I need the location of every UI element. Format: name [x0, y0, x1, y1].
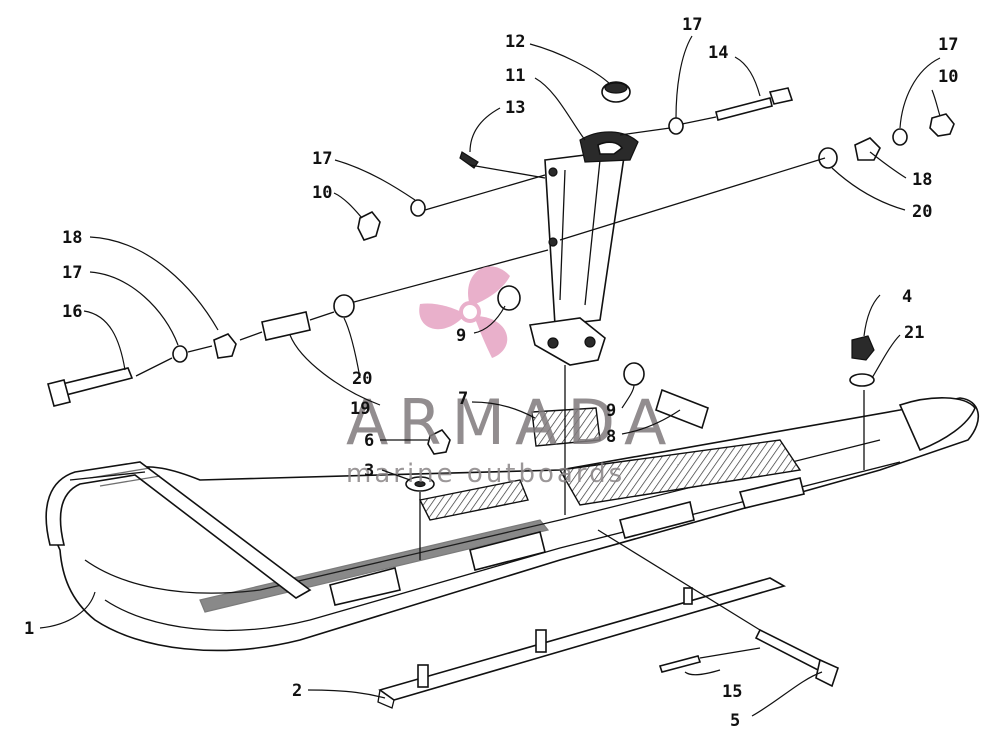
- callout-10-right: 10: [938, 67, 958, 87]
- callout-19: 19: [350, 399, 370, 419]
- callout-2: 2: [292, 681, 302, 701]
- callout-numbers: 1 2 3 4 5 6 7 8 9 9 10 10 11 12 13 14 15…: [24, 15, 958, 731]
- callout-6: 6: [364, 431, 374, 451]
- hardware: [47, 81, 955, 688]
- wear-bar: [377, 577, 787, 709]
- callout-20-right: 20: [912, 202, 932, 222]
- callout-15: 15: [722, 682, 742, 702]
- callout-17-right: 17: [938, 35, 958, 55]
- propeller-logo-icon: [419, 266, 510, 358]
- callout-21: 21: [904, 323, 924, 343]
- spindle: [459, 131, 639, 366]
- callout-4: 4: [902, 287, 912, 307]
- callout-11: 11: [505, 66, 525, 86]
- callout-20-left: 20: [352, 369, 372, 389]
- callout-18-left: 18: [62, 228, 82, 248]
- callout-14: 14: [708, 43, 728, 63]
- callout-17-mid: 17: [312, 149, 332, 169]
- assembly-axes: [135, 116, 865, 659]
- callout-7: 7: [458, 389, 468, 409]
- callout-1: 1: [24, 619, 34, 639]
- armada-watermark: ARMADA marine outboards: [346, 266, 676, 489]
- callout-18-right: 18: [912, 170, 932, 190]
- callout-5: 5: [730, 711, 740, 731]
- callout-10-left: 10: [312, 183, 332, 203]
- ski-body: [45, 397, 980, 652]
- leader-lines: [39, 35, 941, 717]
- callout-9-right: 9: [606, 401, 616, 421]
- watermark-tagline: marine outboards: [346, 459, 625, 489]
- callout-3: 3: [364, 461, 374, 481]
- callout-17-top: 17: [682, 15, 702, 35]
- callout-12: 12: [505, 32, 525, 52]
- callout-8: 8: [606, 427, 616, 447]
- callout-13: 13: [505, 98, 525, 118]
- watermark-brand: ARMADA: [346, 386, 676, 459]
- callout-9-left: 9: [456, 326, 466, 346]
- callout-17-left: 17: [62, 263, 82, 283]
- callout-16: 16: [62, 302, 82, 322]
